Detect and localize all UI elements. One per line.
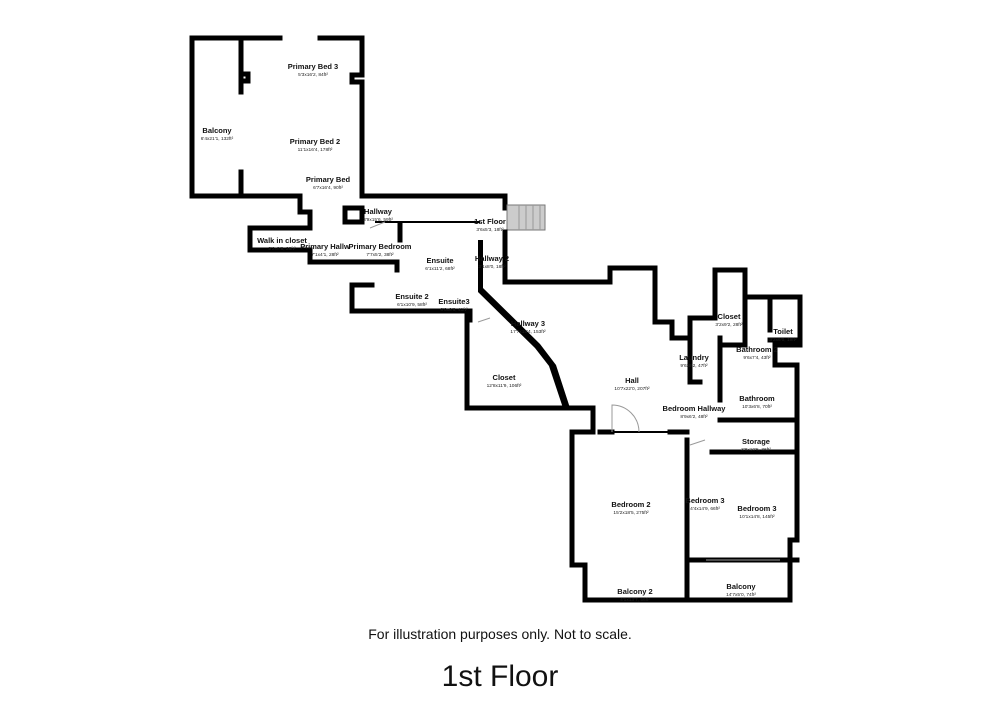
svg-text:7'1x4'1, 28ft²: 7'1x4'1, 28ft² — [311, 252, 339, 258]
svg-text:Laundry: Laundry — [679, 353, 709, 362]
svg-text:3'8x10'5, 36ft²: 3'8x10'5, 36ft² — [741, 447, 771, 453]
svg-text:14'7x5'0, 74ft²: 14'7x5'0, 74ft² — [726, 592, 756, 598]
svg-text:9'6x8'2, 47ft²: 9'6x8'2, 47ft² — [680, 363, 708, 369]
svg-text:Bathroom 2: Bathroom 2 — [736, 345, 778, 354]
svg-text:Ensuite 2: Ensuite 2 — [395, 292, 428, 301]
svg-text:6'0x6'6, 41ft²: 6'0x6'6, 41ft² — [440, 307, 468, 313]
svg-text:Primary Hallw: Primary Hallw — [300, 242, 350, 251]
room-bedroom-3-small: Bedroom 34'4x14'9, 66ft² — [685, 496, 724, 512]
svg-text:12'8x11'9, 106ft²: 12'8x11'9, 106ft² — [487, 383, 522, 389]
svg-text:6'7x16'4, 90ft²: 6'7x16'4, 90ft² — [313, 185, 343, 191]
floor-title: 1st Floor — [441, 660, 559, 693]
svg-text:Closet: Closet — [718, 312, 741, 321]
svg-text:17'7x15'4, 153ft²: 17'7x15'4, 153ft² — [510, 329, 546, 335]
svg-text:Hall: Hall — [625, 376, 639, 385]
svg-text:Hallway 3: Hallway 3 — [511, 319, 545, 328]
svg-text:Walk in closet: Walk in closet — [257, 236, 307, 245]
svg-text:Balcony: Balcony — [726, 582, 756, 591]
room-hallway-3: Hallway 317'7x15'4, 153ft² — [510, 319, 546, 335]
svg-text:Bedroom 3: Bedroom 3 — [685, 496, 724, 505]
svg-text:Storage: Storage — [742, 437, 770, 446]
svg-text:Primary Bed 3: Primary Bed 3 — [288, 62, 338, 71]
svg-text:Balcony: Balcony — [202, 126, 232, 135]
svg-text:6'4x21'1, 132ft²: 6'4x21'1, 132ft² — [201, 136, 234, 142]
room-primary-bed-2: Primary Bed 211'1x16'4, 178ft² — [290, 137, 340, 153]
svg-text:7'7x5'2, 38ft²: 7'7x5'2, 38ft² — [366, 252, 394, 258]
disclaimer: For illustration purposes only. Not to s… — [368, 626, 632, 642]
svg-text:9'6x7'4, 43ft²: 9'6x7'4, 43ft² — [743, 355, 771, 361]
room-bedroom-2: Bedroom 215'2x18'5, 275ft² — [611, 500, 650, 516]
svg-text:3'1x8'0, 18ft²: 3'1x8'0, 18ft² — [478, 264, 506, 270]
svg-text:6'1x11'2, 68ft²: 6'1x11'2, 68ft² — [425, 266, 455, 272]
svg-text:11'1x16'4, 178ft²: 11'1x16'4, 178ft² — [298, 147, 333, 153]
svg-text:Balcony 2: Balcony 2 — [617, 587, 652, 596]
svg-text:10'7x22'0, 207ft²: 10'7x22'0, 207ft² — [614, 386, 650, 392]
room-balcony-2: Balcony 24'1x13'7, 56ft² — [617, 587, 652, 603]
room-hallway-2: Hallway 23'1x8'0, 18ft² — [475, 254, 509, 270]
svg-text:3'2x8'8, 28ft²: 3'2x8'8, 28ft² — [268, 246, 296, 252]
svg-text:Primary Bed: Primary Bed — [306, 175, 351, 184]
svg-text:Bedroom 2: Bedroom 2 — [611, 500, 650, 509]
svg-text:Hallway 2: Hallway 2 — [475, 254, 509, 263]
svg-text:Ensuite: Ensuite — [426, 256, 453, 265]
svg-text:3'6x5'3, 18ft²: 3'6x5'3, 18ft² — [476, 227, 504, 233]
svg-text:3'2x9'2, 28ft²: 3'2x9'2, 28ft² — [715, 322, 743, 328]
room-primary-bed-3: Primary Bed 35'3x16'2, 84ft² — [288, 62, 338, 78]
svg-text:15'2x18'5, 275ft²: 15'2x18'5, 275ft² — [613, 510, 649, 516]
svg-text:Ensuite3: Ensuite3 — [438, 297, 469, 306]
svg-text:6'1x10'9, 58ft²: 6'1x10'9, 58ft² — [397, 302, 427, 308]
svg-text:8'9x6'2, 48ft²: 8'9x6'2, 48ft² — [680, 414, 708, 420]
room-labels: Primary Bed 35'3x16'2, 84ft² Balcony6'4x… — [201, 62, 797, 603]
walls — [189, 35, 803, 603]
svg-text:1st Floor: 1st Floor — [474, 217, 506, 226]
svg-text:10'3x6'8, 70ft²: 10'3x6'8, 70ft² — [742, 404, 772, 410]
svg-text:Bedroom Hallway: Bedroom Hallway — [663, 404, 727, 413]
svg-text:4'4x14'9, 66ft²: 4'4x14'9, 66ft² — [690, 506, 720, 512]
svg-text:3'2x6'0, 19ft²: 3'2x6'0, 19ft² — [769, 337, 797, 343]
svg-text:Bedroom 3: Bedroom 3 — [737, 504, 776, 513]
svg-text:Primary Bedroom: Primary Bedroom — [349, 242, 412, 251]
room-ensuite-2: Ensuite 26'1x10'9, 58ft² — [395, 292, 428, 308]
svg-text:Toilet: Toilet — [773, 327, 793, 336]
svg-text:3'9x15'6, 59ft²: 3'9x15'6, 59ft² — [363, 217, 393, 223]
svg-text:Closet: Closet — [493, 373, 516, 382]
room-bedroom-3: Bedroom 310'1x14'8, 145ft² — [737, 504, 776, 520]
svg-text:5'3x16'2, 84ft²: 5'3x16'2, 84ft² — [298, 72, 328, 78]
svg-text:4'1x13'7, 56ft²: 4'1x13'7, 56ft² — [620, 597, 650, 603]
room-bathroom-2: Bathroom 29'6x7'4, 43ft² — [736, 345, 778, 361]
svg-text:Hallway: Hallway — [364, 207, 393, 216]
svg-text:10'1x14'8, 145ft²: 10'1x14'8, 145ft² — [739, 514, 775, 520]
svg-text:Bathroom: Bathroom — [739, 394, 775, 403]
svg-text:Primary Bed 2: Primary Bed 2 — [290, 137, 340, 146]
